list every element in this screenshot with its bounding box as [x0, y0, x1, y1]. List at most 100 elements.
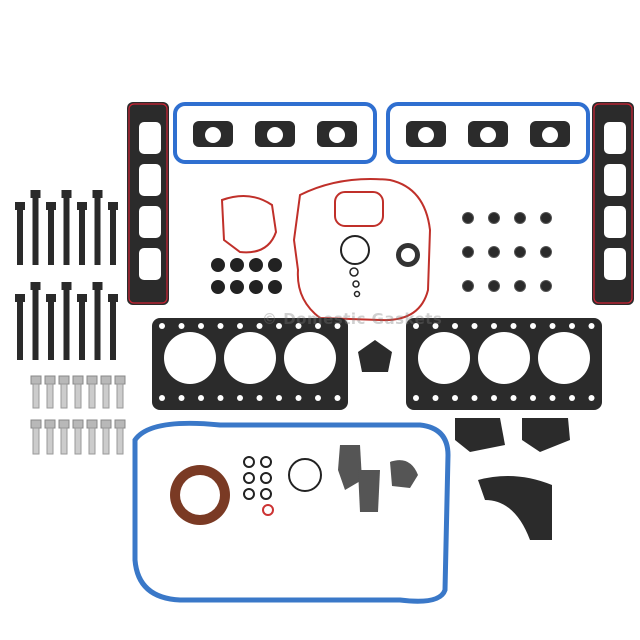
short-bolt-shank — [116, 427, 124, 455]
small-timing-gasket — [220, 195, 278, 254]
short-bolt-shank — [74, 383, 82, 409]
intake-gasket-bead — [128, 103, 168, 304]
short-bolt-shank — [32, 383, 40, 409]
short-bolt-shank — [46, 383, 54, 409]
cylinder-head-gasket — [152, 318, 348, 410]
head-bolt-head — [46, 294, 56, 302]
coolant-hole — [159, 323, 165, 329]
short-bolt-head — [114, 375, 126, 385]
valve-stem-seal — [249, 258, 263, 272]
coolant-hole — [198, 323, 204, 329]
small-o-ring — [349, 267, 359, 277]
short-bolt-shank — [32, 427, 40, 455]
head-bolt-shank — [110, 302, 116, 360]
timing-cover-gasket — [292, 178, 432, 322]
coolant-hole — [510, 395, 517, 401]
small-o-ring — [353, 290, 361, 298]
head-bolt-shank — [79, 302, 85, 360]
valve-stem-seal — [211, 258, 225, 272]
short-bolt-head — [30, 375, 42, 385]
valve-cover-gasket — [386, 102, 590, 164]
coolant-hole — [178, 395, 185, 401]
valve-stem-seal — [514, 212, 526, 224]
head-bolt-shank — [48, 210, 54, 265]
exhaust-port — [267, 127, 283, 143]
coolant-hole — [471, 395, 478, 401]
coolant-hole — [198, 395, 204, 401]
water-pump-gasket — [455, 418, 505, 452]
short-bolt-shank — [74, 427, 82, 455]
rear-main-seal-center — [180, 475, 220, 515]
head-bolt-shank — [48, 302, 54, 360]
short-bolt-head — [30, 419, 42, 429]
valve-stem-seal — [514, 280, 526, 292]
coolant-hole — [413, 395, 419, 401]
valve-cover-outline — [386, 102, 590, 164]
intake-port — [139, 248, 161, 280]
coolant-hole — [237, 323, 243, 329]
valve-stem-seal — [540, 246, 552, 258]
cylinder-bore — [418, 332, 470, 384]
intake-port — [139, 122, 161, 154]
coolant-hole — [432, 323, 439, 329]
o-ring — [260, 456, 272, 468]
valve-stem-seal — [488, 212, 500, 224]
short-bolt-shank — [46, 427, 54, 455]
small-o-ring — [352, 280, 360, 288]
short-bolt-shank — [88, 383, 96, 409]
coolant-hole — [452, 323, 458, 329]
short-bolt-head — [72, 419, 84, 429]
coolant-hole — [452, 395, 458, 401]
head-bolt-head — [108, 202, 118, 210]
short-bolt-shank — [102, 383, 110, 409]
intake-port — [139, 164, 161, 196]
short-bolt-head — [58, 375, 70, 385]
large-o-ring — [288, 458, 322, 492]
head-bolt-head — [61, 282, 72, 290]
valve-stem-seal — [488, 280, 500, 292]
head-bolt-head — [30, 190, 41, 198]
coolant-hole — [315, 323, 321, 329]
head-bolt-shank — [94, 290, 101, 360]
o-ring — [260, 488, 272, 500]
short-bolt-head — [114, 419, 126, 429]
intake-port — [139, 206, 161, 238]
cylinder-bore — [164, 332, 216, 384]
coolant-hole — [256, 395, 263, 401]
coolant-hole — [334, 323, 341, 329]
short-bolt-head — [100, 419, 112, 429]
intake-port — [604, 248, 626, 280]
short-bolt-shank — [88, 427, 96, 455]
intake-manifold-gasket — [592, 102, 634, 305]
head-bolt-head — [46, 202, 56, 210]
short-bolt-shank — [116, 383, 124, 409]
valve-stem-seal — [462, 212, 474, 224]
head-bolt-head — [15, 202, 25, 210]
oil-pickup-gasket — [358, 470, 380, 512]
coolant-hole — [530, 395, 536, 401]
head-bolt-head — [61, 190, 72, 198]
head-bolt-head — [108, 294, 118, 302]
head-bolt-head — [92, 282, 103, 290]
cylinder-bore — [538, 332, 590, 384]
o-ring — [340, 235, 370, 265]
valve-stem-seal — [540, 212, 552, 224]
valve-stem-seal — [268, 258, 282, 272]
intake-port — [604, 206, 626, 238]
valve-stem-seal — [488, 246, 500, 258]
coolant-hole — [471, 323, 478, 329]
water-pump-gasket — [522, 418, 570, 452]
short-bolt-shank — [60, 427, 68, 455]
coolant-hole — [295, 395, 302, 401]
cylinder-head-gasket — [406, 318, 602, 410]
coolant-hole — [217, 323, 224, 329]
coolant-hole — [432, 395, 439, 401]
valve-cover-gasket — [173, 102, 377, 164]
egr-gasket — [358, 340, 392, 372]
coolant-hole — [510, 323, 517, 329]
oil-pan-gasket — [132, 420, 451, 604]
crank-seal-center — [401, 248, 415, 262]
intake-port — [604, 122, 626, 154]
coolant-hole — [217, 395, 224, 401]
head-bolt-shank — [17, 302, 23, 360]
